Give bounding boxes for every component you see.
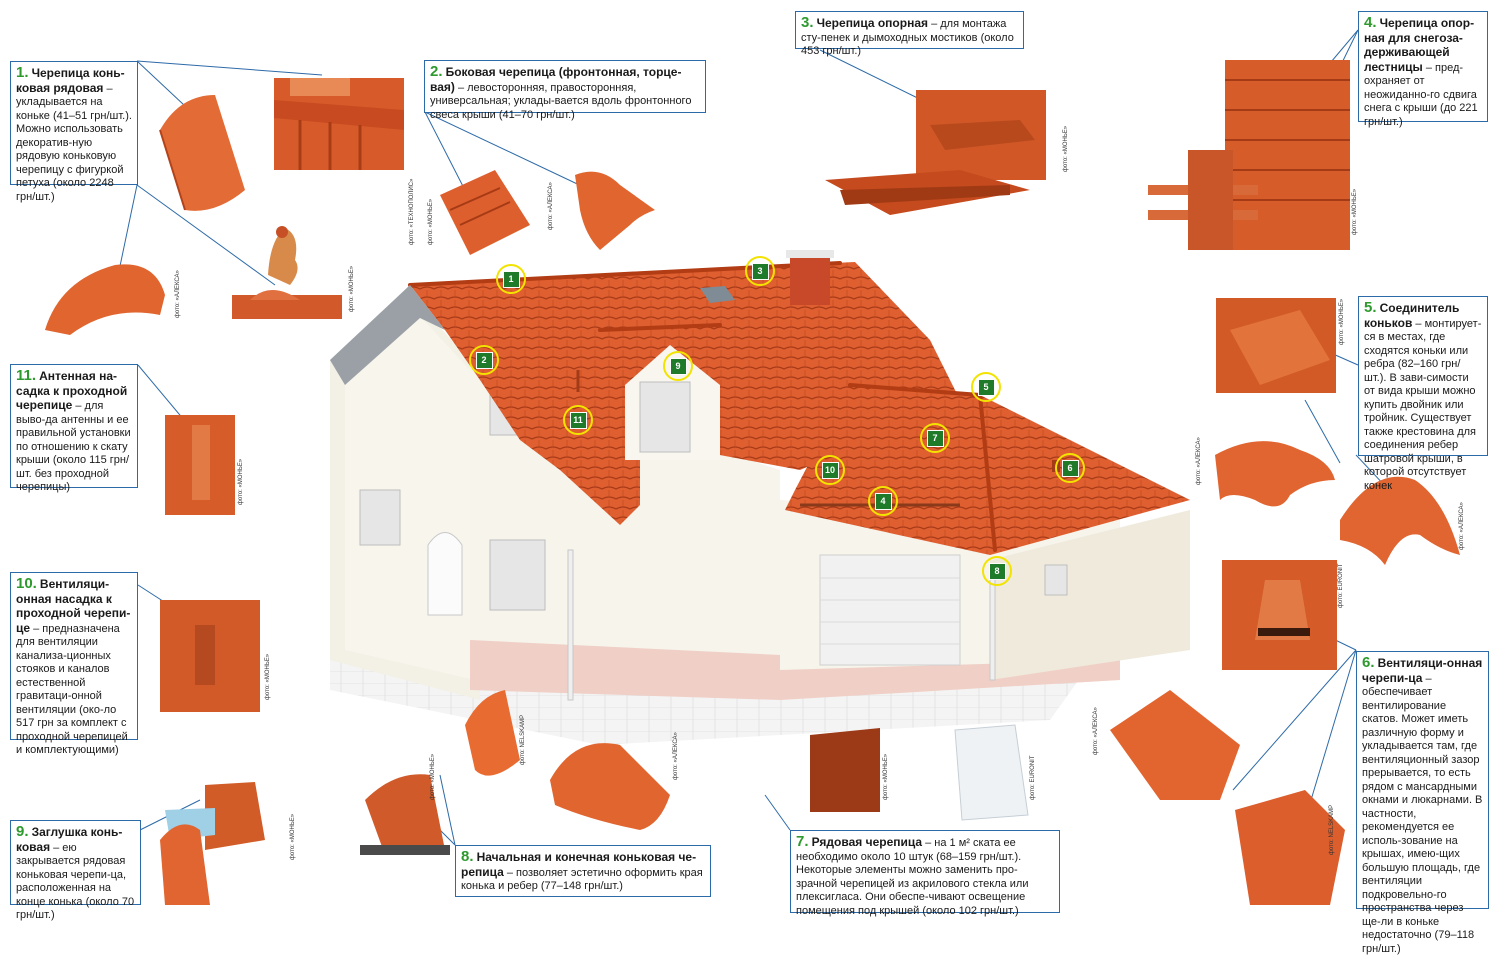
credit-aleks: фото: «АЛЕКСА» [175, 270, 181, 318]
callout-5-ridge-connector: 5. Соединитель коньков – монтирует-ся в … [1358, 296, 1488, 492]
ridge-connector-triple-icon [1340, 476, 1460, 565]
callout-9-ridge-cap: 9. Заглушка конь-ковая – ею закрывается … [10, 820, 141, 921]
callout-8-end-ridge-tile: 8. Начальная и конечная коньковая че-реп… [455, 845, 711, 897]
ridge-connector-cross-icon [1215, 441, 1335, 507]
ridge-tile-icon [159, 95, 245, 211]
credit-nelskamp: фото: NELSKAMP [1329, 804, 1335, 855]
credit-monier: фото: «МОНЬЕ» [1352, 188, 1358, 235]
credit-euronit: фото: EURONIT [1338, 563, 1344, 609]
ridge-cap-icon [160, 824, 210, 905]
ridge-installation-photo [274, 78, 404, 170]
callout-1-ridge-tile: 1. Черепица конь-ковая рядовая – укладыв… [10, 61, 138, 203]
callout-4-snow-ladder-tile: 4. Черепица опор-ная для снегоза-держива… [1358, 11, 1488, 128]
credit-monier: фото: «МОНЬЕ» [1339, 298, 1345, 345]
callout-6-vent-tile: 6. Вентиляци-онная черепи-ца – обеспечив… [1356, 651, 1489, 955]
marker-1: 1 [496, 264, 526, 294]
credit-monier: фото: «МОНЬЕ» [290, 813, 296, 860]
credit-aleks: фото: «АЛЕКСА» [1196, 437, 1202, 485]
support-tile-photo [825, 90, 1046, 215]
end-ridge-tile-large-icon [550, 743, 670, 830]
credit-monier: фото: «МОНЬЕ» [238, 458, 244, 505]
ridge-connector-photo [1216, 298, 1336, 393]
credit-monier: фото: «МОНЬЕ» [265, 653, 271, 700]
side-tile-right-icon [575, 171, 655, 250]
credit-euronit: фото: EURONIT [1030, 755, 1036, 801]
marker-7: 7 [920, 423, 950, 453]
callout-2-side-tile: 2. Боковая черепица (фронтонная, торце-в… [424, 60, 706, 121]
callout-7-row-tile: 7. Рядовая черепица – на 1 м² ската ее н… [790, 830, 1060, 917]
marker-9: 9 [663, 351, 693, 381]
credit-aleks: фото: «АЛЕКСА» [1459, 502, 1465, 550]
credit-monier: фото: «МОНЬЕ» [430, 753, 436, 800]
marker-6: 6 [1055, 453, 1085, 483]
marker-4: 4 [868, 486, 898, 516]
marker-2: 2 [469, 345, 499, 375]
callout-10-vent-adapter: 10. Вентиляци-онная насадка к проходной … [10, 572, 138, 756]
leader-lines [114, 29, 1404, 846]
rooster-tile-photo [232, 226, 342, 319]
credit-tehnopolis: фото: «ТЕХНОПОЛИС» [409, 178, 415, 245]
vent-tile-large-icon [1110, 690, 1240, 800]
row-tile-transparent-icon [954, 724, 1029, 821]
antenna-adapter-photo [165, 415, 235, 515]
marker-3: 3 [745, 256, 775, 286]
callout-11-antenna-adapter: 11. Антенная на-садка к проходной черепи… [10, 364, 138, 493]
credit-monier: фото: «МОНЬЕ» [883, 753, 889, 800]
vent-tile-photo [1222, 560, 1337, 670]
credit-monier: фото: «МОНЬЕ» [349, 265, 355, 312]
credit-nelskamp: фото: NELSKAMP [520, 714, 526, 765]
tile-products [45, 60, 1460, 905]
marker-11: 11 [563, 405, 593, 435]
marker-8: 8 [982, 556, 1012, 586]
end-ridge-installation-photo [360, 774, 450, 855]
snow-ladder-tile-photo [1148, 60, 1350, 250]
credit-aleks: фото: «АЛЕКСА» [673, 732, 679, 780]
vent-pipe-photo [160, 600, 260, 712]
credit-aleks: фото: «АЛЕКСА» [548, 182, 554, 230]
ridge-tile-small-icon [45, 264, 165, 335]
callout-3-support-tile: 3. Черепица опорная – для монтажа сту-пе… [795, 11, 1024, 57]
end-ridge-tile-icon [465, 690, 520, 776]
credit-aleks: фото: «АЛЕКСА» [1093, 707, 1099, 755]
roof-tiles-diagram: фото: «ТЕХНОПОЛИС» фото: «МОНЬЕ» фото: «… [10, 11, 1489, 955]
credit-monier: фото: «МОНЬЕ» [428, 198, 434, 245]
marker-5: 5 [971, 372, 1001, 402]
row-tile-brown-icon [810, 728, 880, 812]
vent-tile-small-icon [1235, 790, 1345, 905]
credit-monier: фото: «МОНЬЕ» [1063, 125, 1069, 172]
marker-10: 10 [815, 455, 845, 485]
